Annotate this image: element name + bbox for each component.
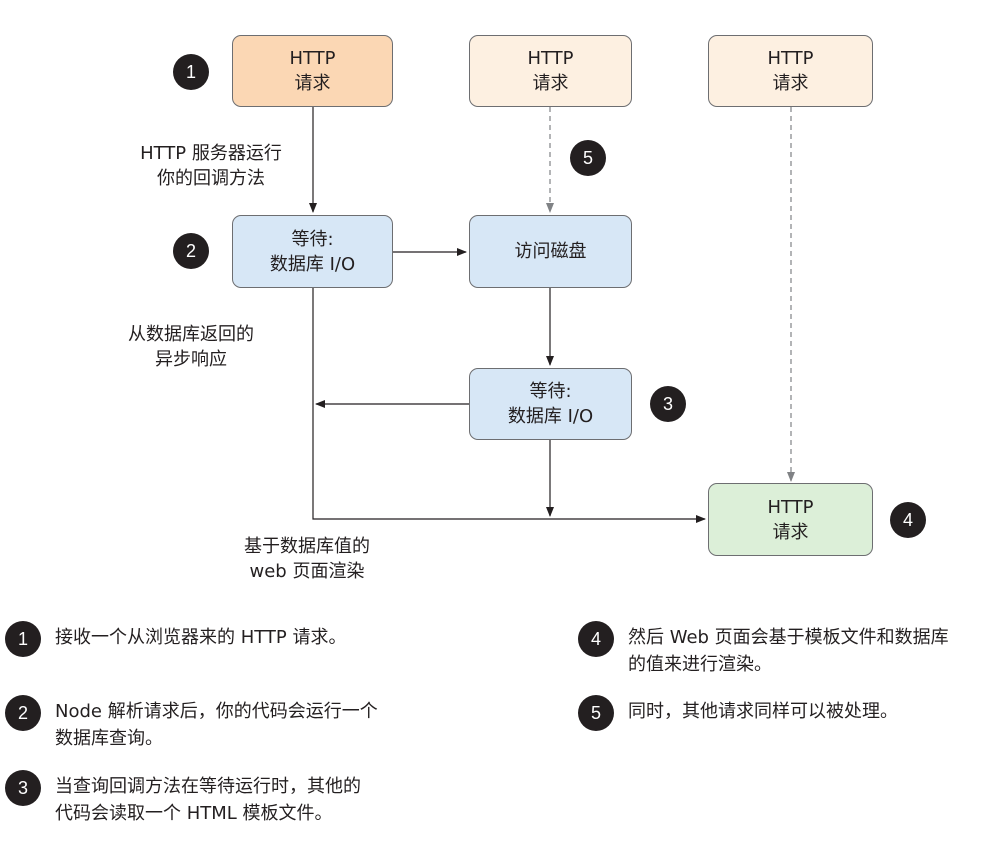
step-badge-3: 3: [650, 386, 686, 422]
legend-text-5: 同时，其他请求同样可以被处理。: [628, 698, 898, 725]
http-request-1-line2: 请求: [294, 73, 331, 94]
legend-item-1: 1 接收一个从浏览器来的 HTTP 请求。: [5, 621, 347, 657]
wait-db-io-2-line1: 等待:: [529, 381, 572, 402]
step-badge-1: 1: [173, 54, 209, 90]
http-request-box-3: HTTP 请求: [708, 35, 873, 107]
legend-text-3: 当查询回调方法在等待运行时，其他的 代码会读取一个 HTML 模板文件。: [55, 773, 361, 827]
http-request-3-line1: HTTP: [767, 48, 814, 69]
legend-item-2: 2 Node 解析请求后，你的代码会运行一个 数据库查询。: [5, 695, 378, 752]
http-request-box-2: HTTP 请求: [469, 35, 632, 107]
http-response-box: HTTP 请求: [708, 483, 873, 556]
render-label: 基于数据库值的 web 页面渲染: [212, 534, 402, 584]
disk-access-label: 访问磁盘: [514, 241, 587, 262]
legend-text-4: 然后 Web 页面会基于模板文件和数据库 的值来进行渲染。: [628, 624, 949, 678]
legend-text-2: Node 解析请求后，你的代码会运行一个 数据库查询。: [55, 698, 378, 752]
step-badge-4: 4: [890, 502, 926, 538]
legend-4-line1: 然后 Web 页面会基于模板文件和数据库: [628, 627, 949, 648]
legend-item-4: 4 然后 Web 页面会基于模板文件和数据库 的值来进行渲染。: [578, 621, 949, 678]
legend-1-line1: 接收一个从浏览器来的 HTTP 请求。: [55, 627, 347, 648]
http-request-3-line2: 请求: [772, 73, 809, 94]
render-label-line2: web 页面渲染: [249, 561, 365, 582]
legend-item-3: 3 当查询回调方法在等待运行时，其他的 代码会读取一个 HTML 模板文件。: [5, 770, 361, 827]
legend-2-line1: Node 解析请求后，你的代码会运行一个: [55, 701, 378, 722]
legend-text-1: 接收一个从浏览器来的 HTTP 请求。: [55, 624, 347, 651]
http-request-box-1: HTTP 请求: [232, 35, 393, 107]
legend-5-line1: 同时，其他请求同样可以被处理。: [628, 701, 898, 722]
render-label-line1: 基于数据库值的: [244, 536, 370, 557]
step-badge-2: 2: [173, 233, 209, 269]
wait-db-io-2-line2: 数据库 I/O: [507, 406, 594, 427]
http-request-2-line1: HTTP: [527, 48, 574, 69]
wait-db-io-box-2: 等待: 数据库 I/O: [469, 368, 632, 440]
http-request-1-line1: HTTP: [289, 48, 336, 69]
http-request-2-line2: 请求: [532, 73, 569, 94]
legend-4-line2: 的值来进行渲染。: [628, 654, 772, 675]
legend-item-5: 5 同时，其他请求同样可以被处理。: [578, 695, 898, 731]
http-response-line2: 请求: [772, 521, 809, 543]
legend-3-line1: 当查询回调方法在等待运行时，其他的: [55, 776, 361, 797]
wait-db-io-box-1: 等待: 数据库 I/O: [232, 215, 393, 288]
callback-label: HTTP 服务器运行 你的回调方法: [116, 141, 306, 191]
wait-db-io-1-line1: 等待:: [291, 228, 334, 250]
legend-2-line2: 数据库查询。: [55, 728, 163, 749]
callback-label-line2: 你的回调方法: [157, 168, 265, 189]
line-async-to-render: [312, 288, 706, 523]
async-response-line2: 异步响应: [155, 349, 227, 370]
async-response-line1: 从数据库返回的: [128, 324, 254, 345]
legend-badge-1: 1: [5, 621, 41, 657]
wait-db-io-1-line2: 数据库 I/O: [269, 253, 356, 275]
legend-badge-3: 3: [5, 770, 41, 806]
http-response-line1: HTTP: [767, 496, 814, 518]
async-response-label: 从数据库返回的 异步响应: [96, 322, 286, 372]
step-badge-5: 5: [570, 140, 606, 176]
disk-access-box: 访问磁盘: [469, 215, 632, 288]
legend-badge-2: 2: [5, 695, 41, 731]
legend-3-line2: 代码会读取一个 HTML 模板文件。: [55, 803, 333, 824]
legend-badge-5: 5: [578, 695, 614, 731]
legend-badge-4: 4: [578, 621, 614, 657]
callback-label-line1: HTTP 服务器运行: [140, 143, 282, 164]
